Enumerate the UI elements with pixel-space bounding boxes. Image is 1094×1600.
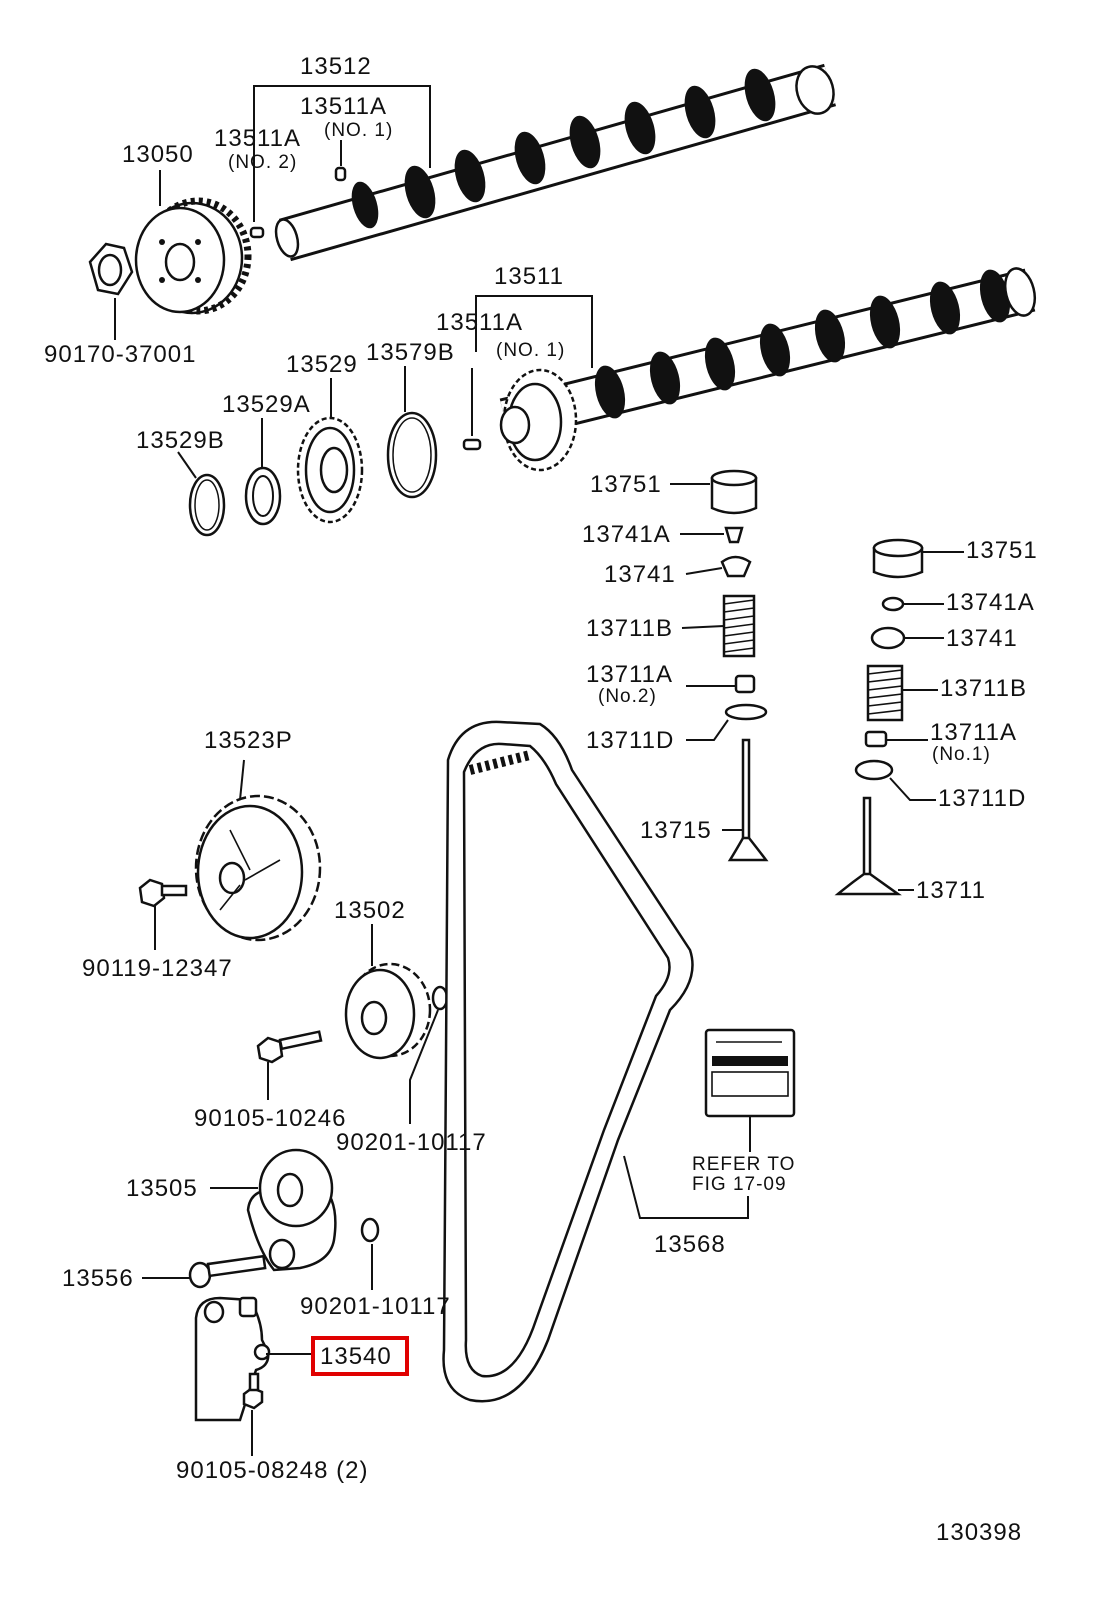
crankshaft-timing-pulley[interactable] [194, 794, 322, 942]
label-13523p[interactable]: 13523P [204, 727, 293, 754]
label-13711[interactable]: 13711 [916, 877, 986, 904]
note-13711a-left: (No.2) [598, 686, 657, 707]
note-13511a-no2: (NO. 2) [228, 152, 297, 173]
label-13568[interactable]: 13568 [654, 1231, 726, 1258]
camshaft-pulley-nut[interactable] [88, 242, 134, 296]
note-13511a-no1-lower: (NO. 1) [496, 340, 565, 361]
valve-spring-seat-right[interactable] [854, 759, 894, 781]
valve-spring-left[interactable] [722, 594, 756, 658]
leader-lines [114, 85, 964, 1456]
camshaft-driven-gear[interactable] [499, 368, 578, 472]
label-13511a-no1-lower[interactable]: 13511A [436, 309, 523, 336]
valve-spring-right[interactable] [866, 664, 904, 722]
label-90201-10117-lower[interactable]: 90201-10117 [300, 1293, 451, 1320]
idler-pulley-13502[interactable] [344, 962, 432, 1060]
timing-belt-tensioner[interactable] [194, 1296, 271, 1422]
label-13711a-left[interactable]: 13711A [586, 661, 673, 688]
label-90170-37001[interactable]: 90170-37001 [44, 341, 196, 368]
label-13529a[interactable]: 13529A [222, 391, 311, 418]
dowel-pin-no1-lower [462, 438, 482, 451]
label-13715[interactable]: 13715 [640, 817, 712, 844]
label-13741-right[interactable]: 13741 [946, 625, 1018, 652]
label-13751-left[interactable]: 13751 [590, 471, 662, 498]
label-13529[interactable]: 13529 [286, 351, 358, 378]
valve-spring-retainer-lock-right[interactable] [881, 596, 905, 612]
label-13711d-right[interactable]: 13711D [938, 785, 1026, 812]
note-13711a-right: (No.1) [932, 744, 991, 765]
figure-number: 130398 [936, 1519, 1022, 1546]
camshaft-lower[interactable] [499, 265, 1039, 442]
label-13505[interactable]: 13505 [126, 1175, 198, 1202]
dowel-pin-no1-upper [334, 166, 347, 182]
label-90105-10246[interactable]: 90105-10246 [194, 1105, 346, 1132]
pivot-bolt-13556[interactable] [188, 1254, 267, 1289]
washer-90201-lower[interactable] [360, 1217, 380, 1243]
label-13529b[interactable]: 13529B [136, 427, 225, 454]
label-13741a-left[interactable]: 13741A [582, 521, 671, 548]
idler-bolt-90105-10246[interactable] [256, 1030, 323, 1064]
label-13502[interactable]: 13502 [334, 897, 406, 924]
label-90119-12347[interactable]: 90119-12347 [82, 955, 233, 982]
pulley-bolt-90119[interactable] [138, 878, 188, 908]
label-13711d-left[interactable]: 13711D [586, 727, 674, 754]
label-13511a-no2[interactable]: 13511A [214, 125, 301, 152]
label-90105-08248[interactable]: 90105-08248 (2) [176, 1457, 368, 1484]
refer-note-line1: REFER TO [692, 1154, 795, 1175]
label-13511a-no1-upper[interactable]: 13511A [300, 93, 387, 120]
label-13711b-right[interactable]: 13711B [940, 675, 1027, 702]
valve-spring-retainer-left[interactable] [720, 555, 752, 578]
label-13540[interactable]: 13540 [320, 1343, 392, 1370]
label-13050[interactable]: 13050 [122, 141, 194, 168]
timing-belt-cover-reference [704, 1028, 796, 1118]
valve-lifter-left[interactable] [710, 469, 758, 515]
camshaft-gear-spring[interactable] [386, 411, 438, 499]
label-13512[interactable]: 13512 [300, 53, 372, 80]
dowel-pin-no2 [249, 226, 265, 239]
label-90201-10117-upper[interactable]: 90201-10117 [336, 1129, 487, 1156]
washer-90201-upper[interactable] [431, 985, 449, 1011]
label-13741-left[interactable]: 13741 [604, 561, 676, 588]
refer-note-line2: FIG 17-09 [692, 1174, 787, 1195]
valve-spring-retainer-right[interactable] [870, 626, 906, 650]
label-13556[interactable]: 13556 [62, 1265, 134, 1292]
label-13711b-left[interactable]: 13711B [586, 615, 673, 642]
valve-lifter-right[interactable] [872, 538, 924, 579]
valve-spring-retainer-lock-left[interactable] [724, 526, 744, 544]
label-13579b[interactable]: 13579B [366, 339, 455, 366]
camshaft-upper[interactable] [272, 62, 839, 262]
highlight-box-13540 [311, 1336, 409, 1376]
tensioner-bolt-90105-08248[interactable] [242, 1372, 264, 1410]
timing-belt[interactable] [442, 720, 694, 1403]
valve-spring-seat-left[interactable] [724, 703, 768, 721]
camshaft-timing-pulley[interactable] [134, 197, 252, 315]
label-13711a-right[interactable]: 13711A [930, 719, 1017, 746]
part-labels: 13512 13511A (NO. 1) 13511A (NO. 2) 1305… [44, 53, 1038, 1546]
label-13741a-right[interactable]: 13741A [946, 589, 1035, 616]
intake-valve[interactable] [834, 796, 902, 896]
camshaft-sub-gear[interactable] [296, 416, 364, 524]
label-13751-right[interactable]: 13751 [966, 537, 1038, 564]
exhaust-valve[interactable] [727, 738, 769, 862]
wave-washer-13529a[interactable] [244, 466, 282, 526]
label-13511[interactable]: 13511 [494, 263, 564, 290]
valve-stem-seal-right[interactable] [864, 730, 888, 748]
snap-ring-13529b[interactable] [188, 473, 226, 537]
note-13511a-no1-upper: (NO. 1) [324, 120, 393, 141]
valve-stem-seal-left[interactable] [734, 674, 756, 694]
tension-pulley-13505[interactable] [246, 1148, 337, 1272]
